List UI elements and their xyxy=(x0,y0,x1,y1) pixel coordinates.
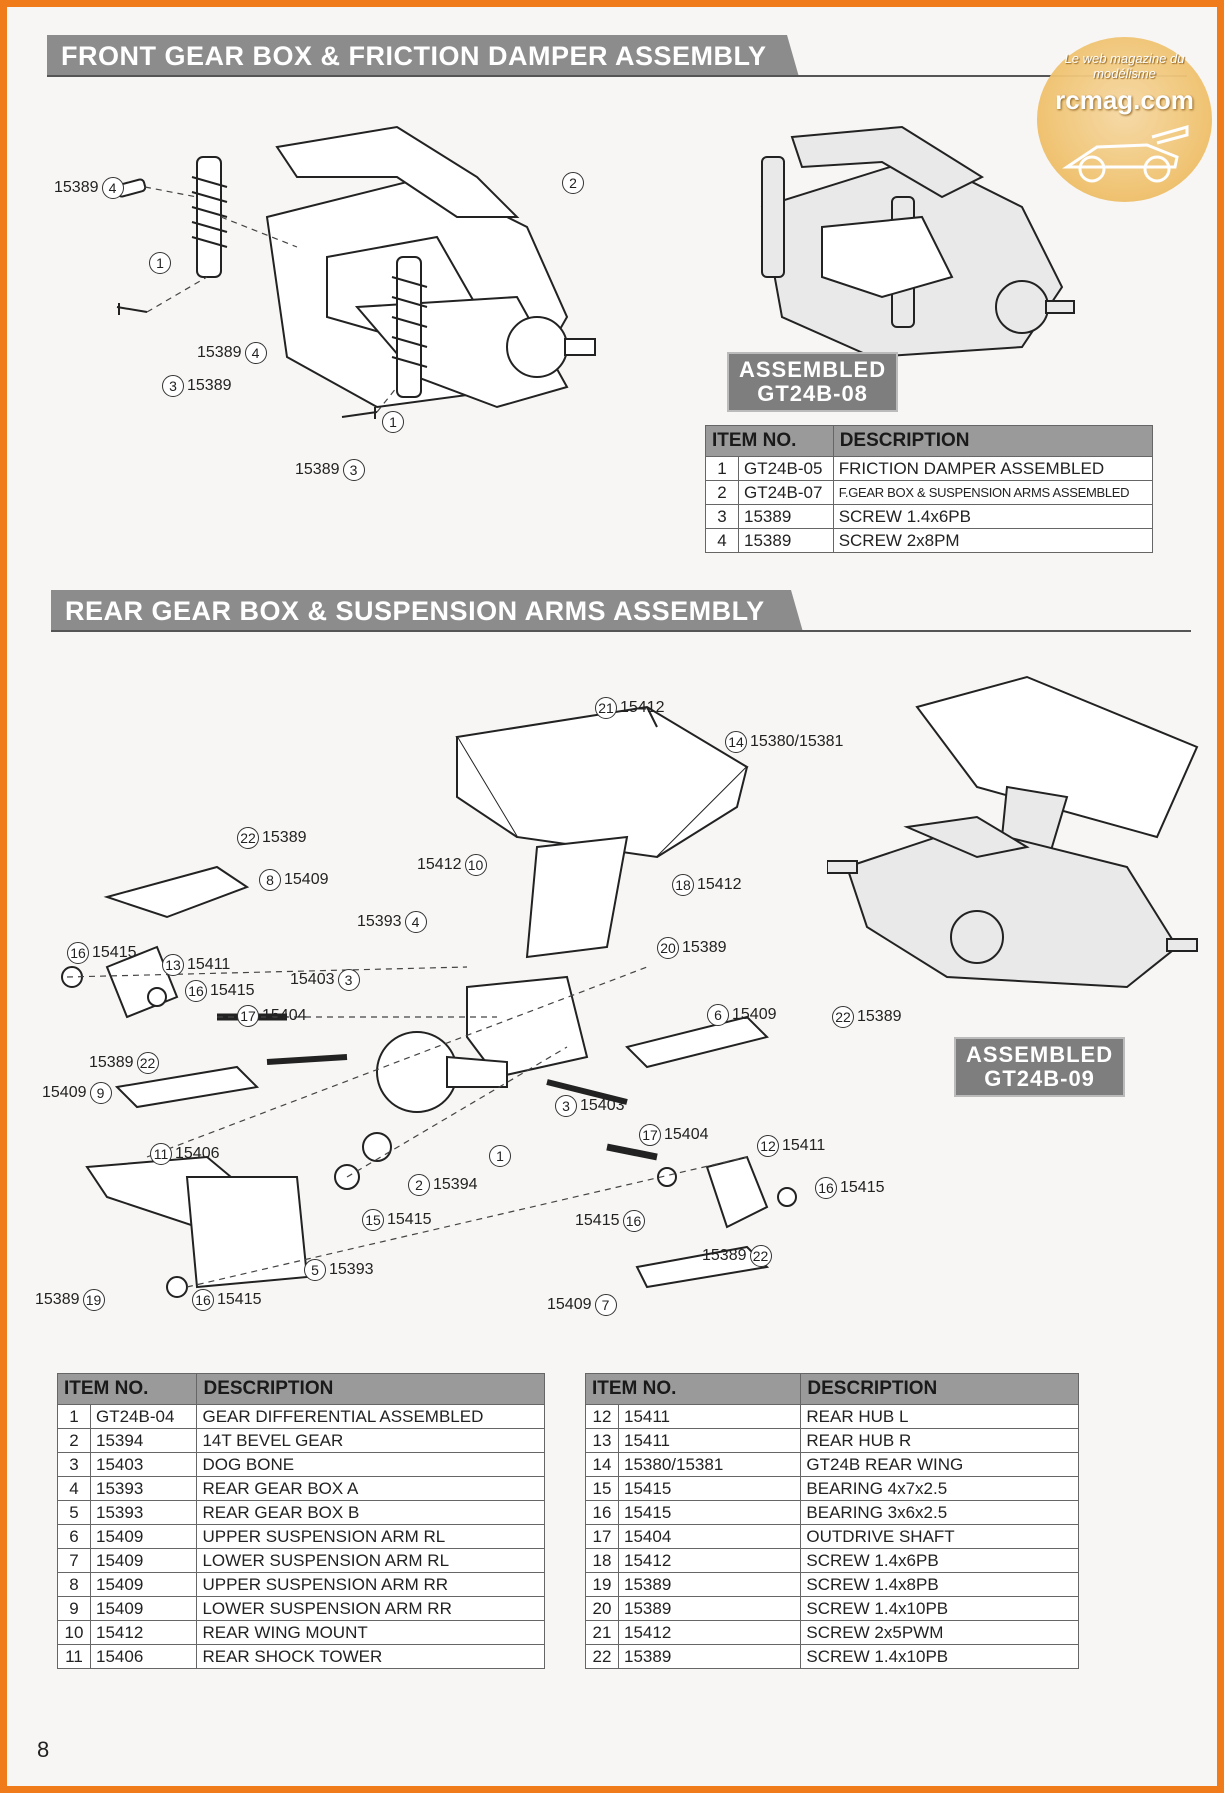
rear-section-title: REAR GEAR BOX & SUSPENSION ARMS ASSEMBLY xyxy=(51,590,803,632)
front-section-rule xyxy=(47,75,1187,77)
front-section-title: FRONT GEAR BOX & FRICTION DAMPER ASSEMBL… xyxy=(47,35,799,77)
front-assembled-illustration xyxy=(760,125,1075,359)
rear-gearbox-exploded-diagram xyxy=(61,705,797,1298)
rear-assembled-illustration xyxy=(827,675,1199,989)
rear-assembled-code: GT24B-09 xyxy=(984,1066,1095,1091)
front-callout: 1 xyxy=(149,252,174,274)
front-assembled-badge: ASSEMBLED GT24B-08 xyxy=(727,352,899,412)
item-no-header: ITEM NO. xyxy=(56,1373,198,1405)
buggy-icon xyxy=(1062,125,1189,183)
front-assembled-label: ASSEMBLED xyxy=(739,357,887,382)
description-header: DESCRIPTION xyxy=(196,1373,545,1405)
rear-section-rule xyxy=(51,630,1191,632)
front-callout: 1 xyxy=(382,411,407,433)
item-no-header: ITEM NO. xyxy=(584,1373,802,1405)
logo-main-text: rcmag.com xyxy=(1055,85,1194,115)
page-number: 8 xyxy=(37,1737,50,1762)
logo-ring-text: Le web magazine du modélisme xyxy=(1064,51,1185,81)
front-callout: 2 xyxy=(562,172,587,194)
rear-assembled-badge: ASSEMBLED GT24B-09 xyxy=(954,1037,1126,1097)
description-header: DESCRIPTION xyxy=(832,425,1154,457)
front-gearbox-exploded-diagram xyxy=(115,125,596,419)
rear-callout: 1 xyxy=(489,1145,514,1167)
description-header: DESCRIPTION xyxy=(800,1373,1079,1405)
front-assembled-code: GT24B-08 xyxy=(757,381,868,406)
rear-assembled-label: ASSEMBLED xyxy=(966,1042,1114,1067)
item-no-header: ITEM NO. xyxy=(705,425,834,457)
rcmag-logo: Le web magazine du modélisme rcmag.com xyxy=(1037,37,1212,202)
